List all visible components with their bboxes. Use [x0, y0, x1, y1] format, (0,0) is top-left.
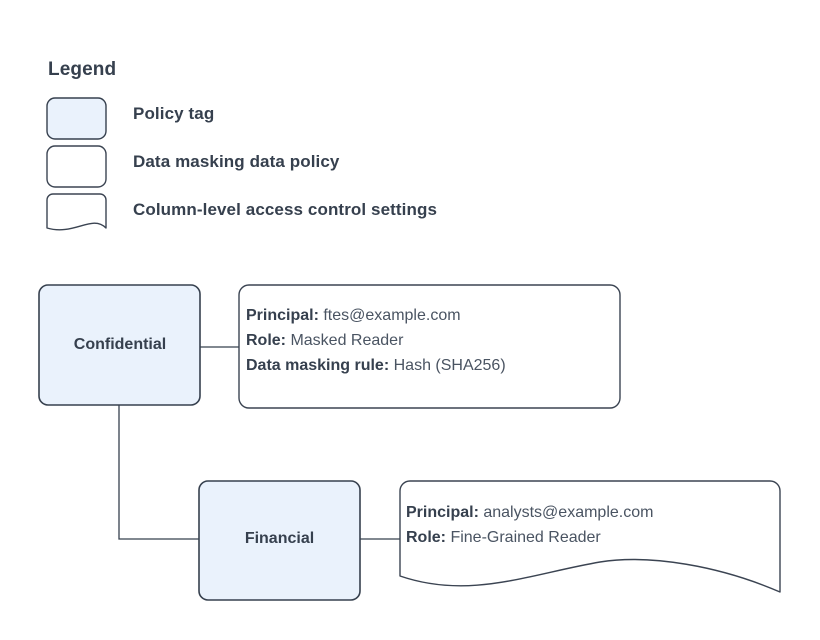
legend-swatch-data-masking-policy	[46, 145, 107, 188]
card-confidential-policy[interactable]	[238, 284, 621, 409]
legend-swatch-policy-tag	[46, 97, 107, 140]
node-confidential[interactable]	[38, 284, 201, 406]
edge-confidential-to-financial	[118, 405, 199, 540]
card-financial-policy[interactable]	[399, 480, 781, 593]
legend-swatch-column-level-settings	[46, 193, 107, 231]
node-financial[interactable]	[198, 480, 361, 601]
